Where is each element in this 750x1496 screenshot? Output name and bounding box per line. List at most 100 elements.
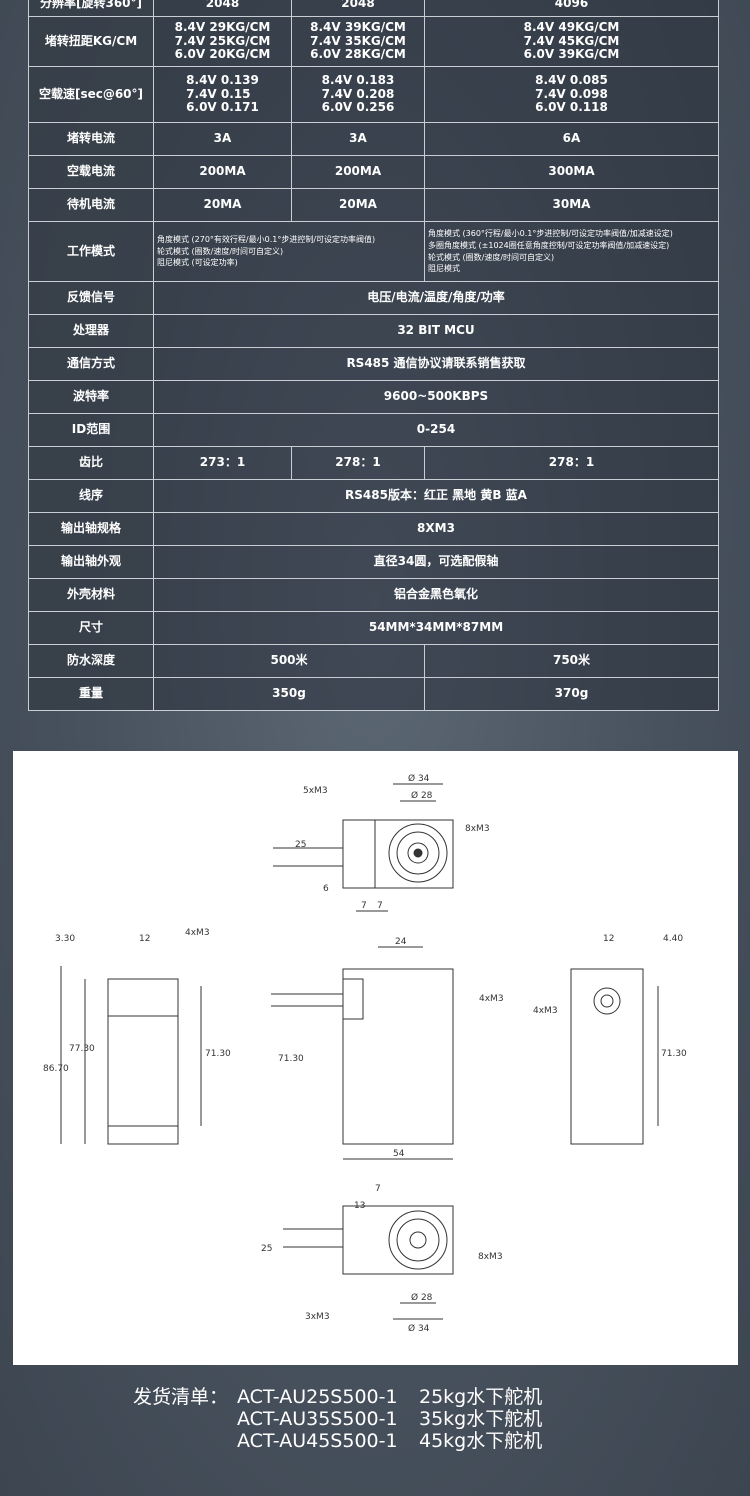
spec-value: 9600~500KBPS	[153, 380, 719, 414]
bottom-view-body	[342, 1205, 454, 1275]
spec-value: 350g	[153, 677, 425, 711]
right-view-body	[570, 968, 644, 1145]
dim-label: 6	[323, 884, 329, 894]
spec-value: 54MM*34MM*87MM	[153, 611, 719, 645]
spec-label: 防水深度	[28, 644, 154, 678]
dim-label: 13	[354, 1201, 365, 1211]
dim-label: 12	[603, 934, 614, 944]
spec-row-work-mode: 工作模式 角度模式 (270°有效行程/最小0.1°步进控制/可设定功率阀值) …	[28, 221, 719, 282]
top-view-hub-center	[413, 848, 423, 858]
spec-label: 空载电流	[28, 155, 154, 189]
shipping-model: ACT-AU35S500-1	[237, 1408, 398, 1430]
spec-row-stall-current: 堵转电流 3A 3A 6A	[28, 122, 719, 156]
spec-value: 500米	[153, 644, 425, 678]
shipping-desc: 35kg水下舵机	[419, 1408, 543, 1430]
spec-label: 空载速[sec@60°]	[28, 66, 154, 123]
spec-label: 尺寸	[28, 611, 154, 645]
dim-label: Ø 34	[408, 1323, 430, 1334]
right-view-hub-inner	[600, 994, 614, 1008]
shipping-desc: 25kg水下舵机	[419, 1386, 543, 1408]
spec-value-text: 8.4V 0.139 7.4V 0.15 6.0V 0.171	[186, 72, 259, 115]
spec-row-processor: 处理器 32 BIT MCU	[28, 314, 719, 348]
dim-label: 7	[375, 1184, 381, 1194]
spec-value: 2048	[153, 0, 292, 17]
spec-label: 堵转电流	[28, 122, 154, 156]
shipping-list: 发货清单： ACT-AU25S500-1 25kg水下舵机 ACT-AU35S5…	[133, 1386, 542, 1452]
spec-value-text: 8.4V 39KG/CM 7.4V 35KG/CM 6.0V 28KG/CM	[310, 19, 406, 62]
spec-value: 8.4V 0.085 7.4V 0.098 6.0V 0.118	[424, 66, 719, 123]
top-view-cable-block	[342, 819, 376, 889]
spec-value: 370g	[424, 677, 719, 711]
spec-value: 20MA	[153, 188, 292, 222]
spec-value: 278：1	[424, 446, 719, 480]
dim-label: 86.70	[43, 1064, 69, 1074]
spec-label: 输出轴外观	[28, 545, 154, 579]
spec-value: 8.4V 0.139 7.4V 0.15 6.0V 0.171	[153, 66, 292, 123]
spec-value: 8.4V 29KG/CM 7.4V 25KG/CM 6.0V 20KG/CM	[153, 16, 292, 67]
spec-value: 6A	[424, 122, 719, 156]
dim-label: 3xM3	[305, 1312, 330, 1322]
spec-value: RS485版本：红正 黑地 黄B 蓝A	[153, 479, 719, 513]
spec-row-id-range: ID范围 0-254	[28, 413, 719, 447]
spec-value: 直径34圆，可选配假轴	[153, 545, 719, 579]
dim-label: Ø 34	[408, 773, 430, 784]
spec-row-size: 尺寸 54MM*34MM*87MM	[28, 611, 719, 645]
shipping-desc: 45kg水下舵机	[419, 1430, 543, 1452]
spec-label: 反馈信号	[28, 281, 154, 315]
dim-label: 71.30	[661, 1049, 687, 1059]
spec-row-feedback: 反馈信号 电压/电流/温度/角度/功率	[28, 281, 719, 315]
bottom-view-horn-outer	[388, 1210, 448, 1270]
spec-label: 待机电流	[28, 188, 154, 222]
spec-value: 20MA	[291, 188, 425, 222]
shipping-row: ACT-AU35S500-1 35kg水下舵机	[133, 1408, 542, 1430]
dim-label: 24	[395, 937, 407, 947]
top-view-horn-outer	[388, 823, 448, 883]
dim-label: 25	[261, 1244, 272, 1254]
dim-label: 54	[393, 1149, 405, 1159]
dim-label: 4xM3	[185, 928, 210, 938]
spec-row-depth: 防水深度 500米 750米	[28, 644, 719, 678]
spec-row-stall-torque: 堵转扭距KG/CM 8.4V 29KG/CM 7.4V 25KG/CM 6.0V…	[28, 16, 719, 67]
shipping-row: ACT-AU45S500-1 45kg水下舵机	[133, 1430, 542, 1452]
front-view-body	[107, 978, 179, 1145]
spec-value: 32 BIT MCU	[153, 314, 719, 348]
spec-label: 通信方式	[28, 347, 154, 381]
spec-row-output-shaft: 输出轴规格 8XM3	[28, 512, 719, 546]
spec-label: 分辨率[旋转360°]	[28, 0, 154, 17]
spec-label: 输出轴规格	[28, 512, 154, 546]
spec-label: ID范围	[28, 413, 154, 447]
dim-label: 5xM3	[303, 786, 328, 796]
spec-value-text: 8.4V 49KG/CM 7.4V 45KG/CM 6.0V 39KG/CM	[523, 19, 620, 62]
top-view-horn-inner	[396, 831, 440, 875]
spec-row-communication: 通信方式 RS485 通信协议请联系销售获取	[28, 347, 719, 381]
spec-label: 外壳材料	[28, 578, 154, 612]
spec-value: 铝合金黑色氧化	[153, 578, 719, 612]
spec-value: 273：1	[153, 446, 292, 480]
spec-row-weight: 重量 350g 370g	[28, 677, 719, 711]
right-view-hub	[593, 987, 621, 1015]
dim-label: 71.30	[205, 1049, 231, 1059]
dim-label: 12	[139, 934, 150, 944]
spec-value: 200MA	[291, 155, 425, 189]
spec-value-text: 角度模式 (360°行程/最小0.1°步进控制/可设定功率阀值/加减速设定) 多…	[428, 229, 673, 274]
spec-label: 线序	[28, 479, 154, 513]
shipping-label: 发货清单：	[133, 1386, 229, 1408]
spec-value: 8.4V 39KG/CM 7.4V 35KG/CM 6.0V 28KG/CM	[291, 16, 425, 67]
spec-value: 8.4V 0.183 7.4V 0.208 6.0V 0.256	[291, 66, 425, 123]
spec-value: 750米	[424, 644, 719, 678]
spec-label: 齿比	[28, 446, 154, 480]
side-view-cable-block	[342, 978, 364, 1020]
spec-row-baud-rate: 波特率 9600~500KBPS	[28, 380, 719, 414]
spec-row-housing: 外壳材料 铝合金黑色氧化	[28, 578, 719, 612]
spec-value: 8.4V 49KG/CM 7.4V 45KG/CM 6.0V 39KG/CM	[424, 16, 719, 67]
dim-label: 25	[295, 840, 306, 850]
spec-value: RS485 通信协议请联系销售获取	[153, 347, 719, 381]
spec-row-shaft-appearance: 输出轴外观 直径34圆，可选配假轴	[28, 545, 719, 579]
dim-label: 4xM3	[533, 1006, 558, 1016]
dim-label: Ø 28	[411, 790, 433, 801]
dim-label: 77.30	[69, 1044, 95, 1054]
dim-label: 4xM3	[479, 994, 504, 1004]
side-view-body	[342, 968, 454, 1145]
spec-value: 30MA	[424, 188, 719, 222]
spec-row-speed: 空载速[sec@60°] 8.4V 0.139 7.4V 0.15 6.0V 0…	[28, 66, 719, 123]
